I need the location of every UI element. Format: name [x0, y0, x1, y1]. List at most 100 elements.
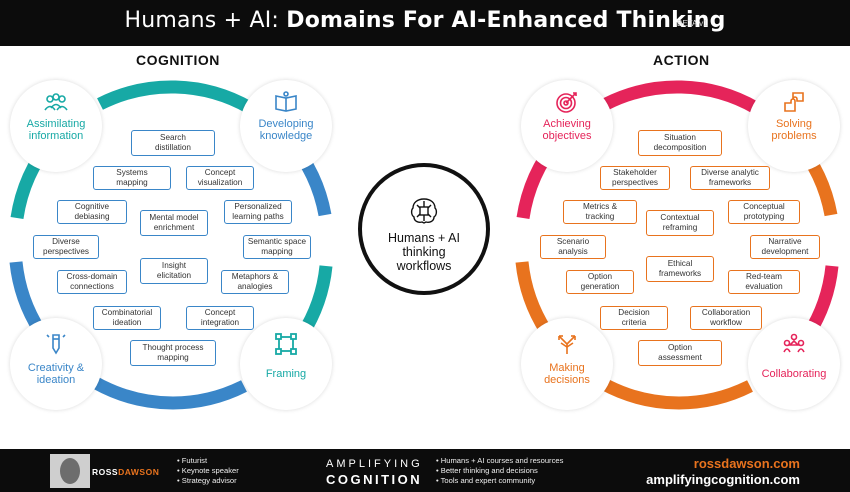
center-label: Humans + AI thinking workflows [362, 231, 486, 273]
header-bar: Humans + AI: Domains For AI-Enhanced Thi… [0, 0, 850, 46]
corner-making-decisions: Making decisions [521, 318, 613, 410]
cognition-heading: COGNITION [136, 52, 220, 68]
amplifying-wordmark: AMPLIFYING [326, 458, 423, 470]
box-line: Concept [204, 168, 236, 177]
box-line: Option [667, 343, 693, 352]
amplifyingcognition-link[interactable]: amplifyingcognition.com [646, 472, 800, 487]
creativity-label-line1: Creativity & [27, 362, 85, 374]
center-line3: workflows [396, 259, 452, 273]
box-line: distillation [155, 143, 191, 152]
assimilating-label-line2: information [28, 130, 84, 142]
role-item: • Futurist [177, 456, 208, 465]
face-shape [60, 458, 80, 484]
box-line: Mental model [149, 213, 199, 222]
box-line: prototyping [743, 212, 785, 221]
box-line: Thought process [142, 343, 204, 352]
box-line: Cognitive [74, 202, 110, 211]
box-line: elicitation [156, 271, 192, 280]
team-icon [783, 333, 805, 353]
achieving-label-line2: objectives [542, 130, 592, 142]
corner-collaborating: Collaborating [748, 318, 840, 410]
creativity-label-line2: ideation [36, 374, 76, 386]
box-line: Collaboration [701, 308, 751, 317]
achieving-label-line1: Achieving [543, 118, 591, 130]
corner-achieving-objectives: Achieving objectives [521, 80, 613, 172]
box-line: ideation [112, 318, 142, 327]
making-label-line2: decisions [544, 374, 590, 386]
box-line: Decision [618, 308, 650, 317]
box-line: Concept [204, 308, 236, 317]
box-line: evaluation [745, 282, 783, 291]
box-line: Combinatorial [101, 308, 153, 317]
center-line2: thinking [402, 245, 446, 259]
role-item: • Strategy advisor [177, 476, 237, 485]
rossdawson-link[interactable]: rossdawson.com [693, 456, 800, 471]
box-line: Metrics & [582, 202, 618, 211]
solving-label-line1: Solving [775, 118, 813, 130]
framing-label: Framing [265, 368, 307, 380]
developing-label-line2: knowledge [259, 130, 313, 142]
cognition-arc-top [97, 80, 254, 114]
box-line: mapping [261, 247, 293, 256]
box-line: assessment [658, 353, 702, 362]
people-group-icon [44, 93, 68, 111]
box-line: enrichment [153, 223, 195, 232]
action-arc-left-lower [515, 261, 552, 335]
corner-assimilating-information: Assimilating information [10, 80, 102, 172]
action-heading: ACTION [653, 52, 710, 68]
brand-logo: ROSSDAWSON [92, 467, 159, 477]
box-line: Cross-domain [66, 272, 118, 281]
solving-label-line2: problems [771, 130, 817, 142]
footer-bar: ROSSDAWSON • Futurist • Keynote speaker … [0, 449, 850, 492]
box-line: Insight [161, 261, 187, 270]
author-photo [50, 454, 90, 488]
box-line: Ethical [667, 259, 693, 268]
action-arc-bottom [598, 377, 753, 410]
branch-icon [558, 335, 576, 354]
box-line: Conceptual [743, 202, 785, 211]
ai-brain-icon [410, 198, 438, 224]
cognition-wordmark: COGNITION [326, 472, 423, 487]
box-line: Systems [116, 168, 148, 177]
cognition-arc-left-lower [9, 261, 46, 335]
beta-label: BETA v1 [677, 19, 708, 28]
offer-item: • Tools and expert community [436, 476, 536, 485]
center-circle: Humans + AI thinking workflows [358, 163, 490, 295]
box-line: mapping [116, 178, 148, 187]
center-line1: Humans + AI [388, 231, 460, 245]
offer-item: • Better thinking and decisions [436, 466, 538, 475]
box-line: perspectives [612, 178, 658, 187]
corner-framing: Framing [240, 318, 332, 410]
offers-list: • Humans + AI courses and resources • Be… [436, 456, 563, 486]
box-line: perspectives [43, 247, 89, 256]
box-line: Search [160, 133, 186, 142]
brand-part2: DAWSON [118, 467, 160, 477]
box-line: Narrative [768, 237, 802, 246]
box-line: workflow [710, 318, 742, 327]
box-line: criteria [621, 318, 647, 327]
cognition-arc-bottom [92, 377, 247, 410]
box-line: Stakeholder [613, 168, 657, 177]
box-line: frameworks [708, 178, 752, 187]
box-line: Semantic space [247, 237, 307, 246]
target-icon [556, 92, 577, 113]
developing-label-line1: Developing [258, 118, 314, 130]
brand-part1: ROSS [92, 467, 119, 477]
